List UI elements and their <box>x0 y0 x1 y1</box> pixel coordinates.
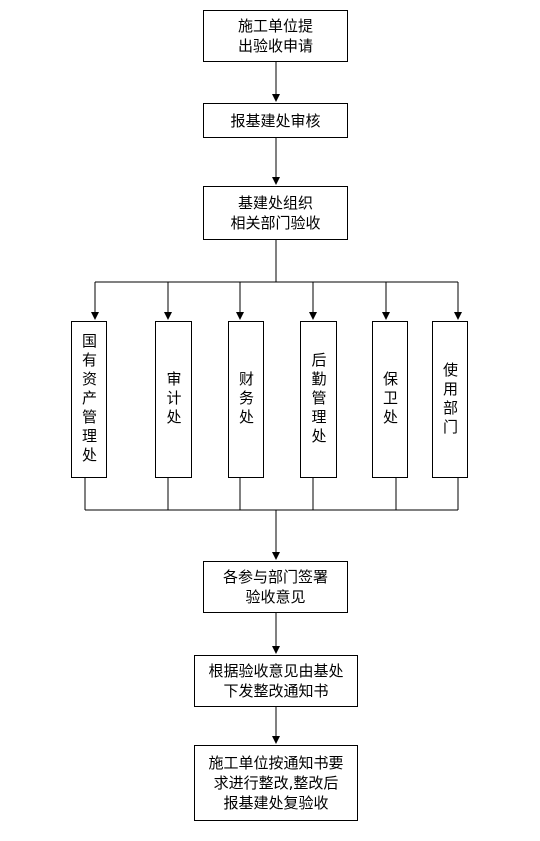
dept-box-3: 财务处 <box>228 321 264 478</box>
step-issue-notice-line2: 下发整改通知书 <box>223 682 329 700</box>
step-issue-notice: 根据验收意见由基处 下发整改通知书 <box>194 655 358 707</box>
step-apply-acceptance-line1: 施工单位提 <box>237 17 313 35</box>
dept-box-4: 后勤管理处 <box>300 321 337 478</box>
step-organize-acceptance-line2: 相关部门验收 <box>230 214 321 232</box>
dept-label-1: 国有资产管理处 <box>80 333 98 466</box>
dept-box-2: 审计处 <box>155 321 192 478</box>
dept-label-4: 后勤管理处 <box>309 352 328 447</box>
step-rectify-reinspect: 施工单位按通知书要 求进行整改,整改后 报基建处复验收 <box>194 745 358 821</box>
step-report-review: 报基建处审核 <box>203 103 348 138</box>
step-rectify-reinspect-line1: 施工单位按通知书要 <box>208 754 344 772</box>
step-sign-opinions: 各参与部门签署 验收意见 <box>203 561 348 613</box>
dept-box-5: 保卫处 <box>372 321 408 478</box>
step-organize-acceptance: 基建处组织 相关部门验收 <box>203 186 348 240</box>
step-issue-notice-line1: 根据验收意见由基处 <box>208 662 344 680</box>
step-report-review-line1: 报基建处审核 <box>230 111 321 130</box>
step-apply-acceptance-line2: 出验收申请 <box>237 37 313 55</box>
dept-label-2: 审计处 <box>164 371 183 428</box>
dept-label-5: 保卫处 <box>381 371 399 428</box>
step-sign-opinions-line2: 验收意见 <box>245 588 306 606</box>
dept-box-1: 国有资产管理处 <box>71 321 107 478</box>
dept-label-3: 财务处 <box>237 371 255 428</box>
dept-label-6: 使用部门 <box>441 361 459 438</box>
step-apply-acceptance: 施工单位提 出验收申请 <box>203 10 348 62</box>
step-sign-opinions-line1: 各参与部门签署 <box>222 568 328 586</box>
step-rectify-reinspect-line3: 报基建处复验收 <box>223 794 329 812</box>
step-rectify-reinspect-line2: 求进行整改,整改后 <box>213 774 339 792</box>
dept-box-6: 使用部门 <box>432 321 468 478</box>
step-organize-acceptance-line1: 基建处组织 <box>237 194 313 212</box>
